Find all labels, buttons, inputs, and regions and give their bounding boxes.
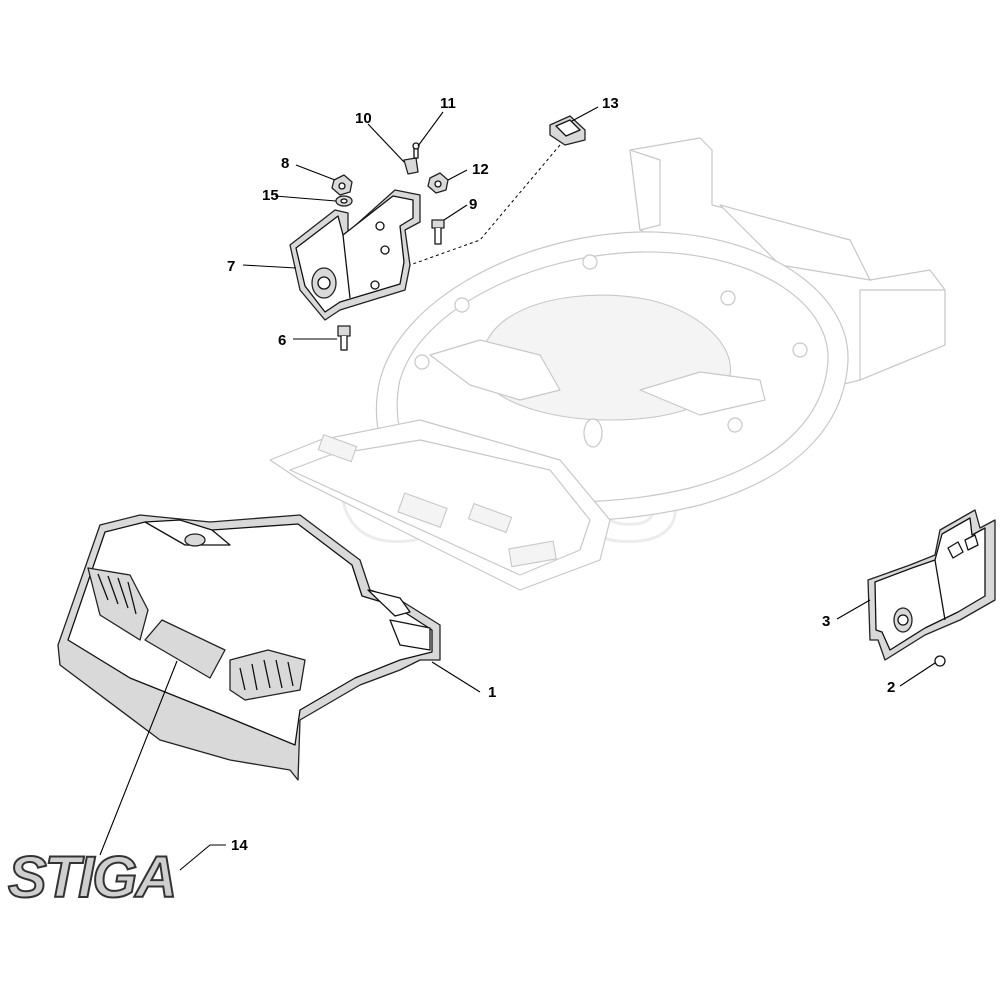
callout-3: 3 xyxy=(822,613,830,630)
callout-14: 14 xyxy=(231,837,248,854)
callout-15: 15 xyxy=(262,187,279,204)
callout-13: 13 xyxy=(602,95,619,112)
callout-7: 7 xyxy=(227,258,235,275)
clip-part-13 xyxy=(549,115,586,146)
callout-labels: 1 2 3 6 7 8 9 10 11 12 13 14 15 xyxy=(227,95,895,854)
callout-6: 6 xyxy=(278,332,286,349)
callout-2: 2 xyxy=(887,679,895,696)
callout-9: 9 xyxy=(469,196,477,213)
callout-11: 11 xyxy=(440,95,456,112)
side-bracket-part-3 xyxy=(867,509,996,667)
hinge-bracket-part-7 xyxy=(289,142,449,351)
mower-deck-ghost xyxy=(269,137,946,591)
callout-1: 1 xyxy=(488,684,496,701)
callout-10: 10 xyxy=(355,110,372,127)
callout-8: 8 xyxy=(281,155,289,172)
leader-lines xyxy=(99,106,936,871)
stiga-logo-part-14: STIGA xyxy=(8,845,175,910)
callout-12: 12 xyxy=(472,161,489,178)
front-cover-part-1 xyxy=(57,514,441,781)
